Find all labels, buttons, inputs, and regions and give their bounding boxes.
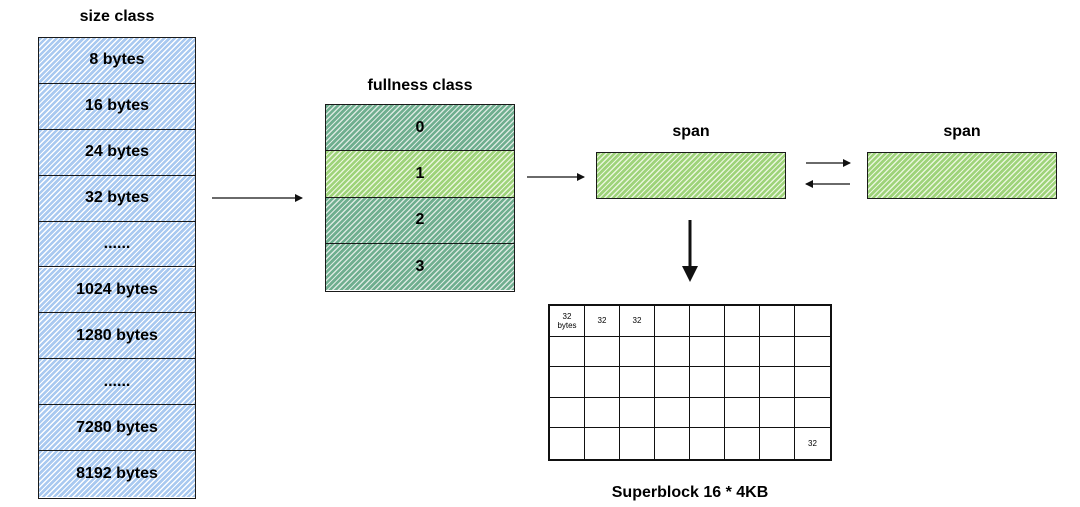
size-class-item: 16 bytes xyxy=(39,83,195,130)
superblock-cell xyxy=(690,367,725,398)
size-class-item: 8 bytes xyxy=(39,38,195,84)
superblock-cell xyxy=(690,428,725,459)
size-class-item: 1024 bytes xyxy=(39,267,195,314)
superblock-cell xyxy=(725,397,760,429)
superblock-title: Superblock 16 * 4KB xyxy=(611,484,769,501)
superblock-cell xyxy=(585,367,620,398)
superblock-cell xyxy=(690,397,725,429)
superblock-cell: 32 bytes xyxy=(550,306,585,337)
superblock-cell xyxy=(655,397,690,429)
superblock-cell xyxy=(690,306,725,337)
superblock-cell xyxy=(585,428,620,459)
superblock-cell xyxy=(655,367,690,398)
superblock-cell xyxy=(760,306,795,337)
superblock-cell xyxy=(690,336,725,368)
size-class-item: 8192 bytes xyxy=(39,451,195,497)
size-class-item: 24 bytes xyxy=(39,129,195,176)
superblock-cell xyxy=(620,336,655,368)
fullness-class-item: 2 xyxy=(326,197,514,244)
superblock-cell: 32 xyxy=(585,306,620,337)
superblock-cell: 32 xyxy=(620,306,655,337)
superblock-cell xyxy=(550,336,585,368)
superblock-cell xyxy=(655,428,690,459)
arrow-span-to-superblock-head xyxy=(682,266,698,282)
superblock-cell xyxy=(760,367,795,398)
superblock-cell xyxy=(620,428,655,459)
superblock-cell xyxy=(795,367,830,398)
superblock-cell xyxy=(620,367,655,398)
size-class-item: 7280 bytes xyxy=(39,405,195,452)
span-box-1 xyxy=(596,152,786,199)
span-title-1: span xyxy=(672,123,710,140)
superblock-cell xyxy=(585,336,620,368)
superblock-cell xyxy=(725,367,760,398)
superblock-cell xyxy=(795,337,830,368)
superblock-cell xyxy=(795,306,830,337)
superblock-cell xyxy=(585,397,620,429)
fullness-class-item: 0 xyxy=(326,105,514,152)
superblock-cell xyxy=(725,336,760,368)
superblock-cell xyxy=(655,306,690,337)
superblock-cell xyxy=(725,306,760,337)
superblock-cell xyxy=(760,428,795,459)
span-title-2: span xyxy=(943,123,981,140)
superblock-cell xyxy=(725,428,760,459)
size-class-item: 32 bytes xyxy=(39,175,195,222)
superblock-cell xyxy=(550,428,585,459)
fullness-class-item: 1 xyxy=(326,151,514,198)
superblock-cell xyxy=(550,397,585,429)
superblock-cell xyxy=(760,397,795,429)
superblock-cell xyxy=(795,398,830,429)
fullness-class-item: 3 xyxy=(326,243,514,290)
fullness-class-title: fullness class xyxy=(367,77,473,94)
superblock-cell xyxy=(550,367,585,398)
size-class-item: 1280 bytes xyxy=(39,313,195,360)
span-box-2 xyxy=(867,152,1057,199)
size-class-title: size class xyxy=(79,8,155,25)
superblock-cell xyxy=(760,336,795,368)
superblock-cell xyxy=(620,397,655,429)
superblock-cell: 32 xyxy=(808,439,817,449)
size-class-item: ...... xyxy=(39,221,195,268)
superblock-cell xyxy=(655,336,690,368)
size-class-item: ...... xyxy=(39,359,195,406)
